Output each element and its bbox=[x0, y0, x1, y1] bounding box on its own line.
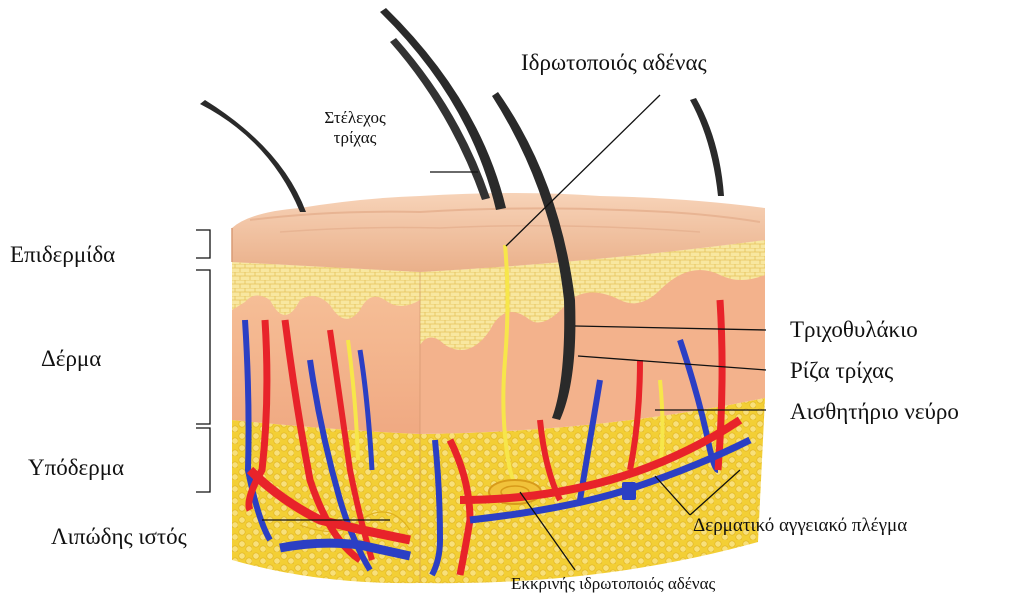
label-epidermis: Επιδερμίδα bbox=[10, 242, 115, 268]
label-eccrine-sweat-gland: Εκκρινής ιδρωτοποιός αδένας bbox=[511, 574, 715, 594]
label-sensory-nerve: Αισθητήριο νεύρο bbox=[790, 399, 959, 425]
label-hair-shaft-line2: τρίχας bbox=[306, 128, 404, 148]
label-hair-shaft-line1: Στέλεχος bbox=[306, 108, 404, 128]
label-hair-shaft: Στέλεχος τρίχας bbox=[306, 108, 404, 147]
hair-strand bbox=[200, 100, 306, 212]
skin-block bbox=[200, 8, 765, 583]
hair-strand bbox=[690, 98, 724, 196]
label-dermis: Δέρμα bbox=[41, 346, 101, 372]
label-adipose-tissue: Λιπώδης ιστός bbox=[51, 524, 187, 550]
label-dermal-vascular-plexus: Δερματικό αγγειακό πλέγμα bbox=[693, 515, 907, 537]
hair-strand bbox=[390, 38, 490, 200]
bracket-dermis bbox=[196, 270, 210, 424]
bracket-epidermis bbox=[196, 230, 210, 258]
label-hypodermis: Υπόδερμα bbox=[28, 455, 124, 481]
label-hair-follicle: Τριχοθυλάκιο bbox=[790, 317, 918, 343]
bracket-hypodermis bbox=[196, 428, 210, 492]
label-sweat-gland: Ιδρωτοποιός αδένας bbox=[521, 50, 707, 76]
label-hair-root: Ρίζα τρίχας bbox=[790, 358, 893, 384]
